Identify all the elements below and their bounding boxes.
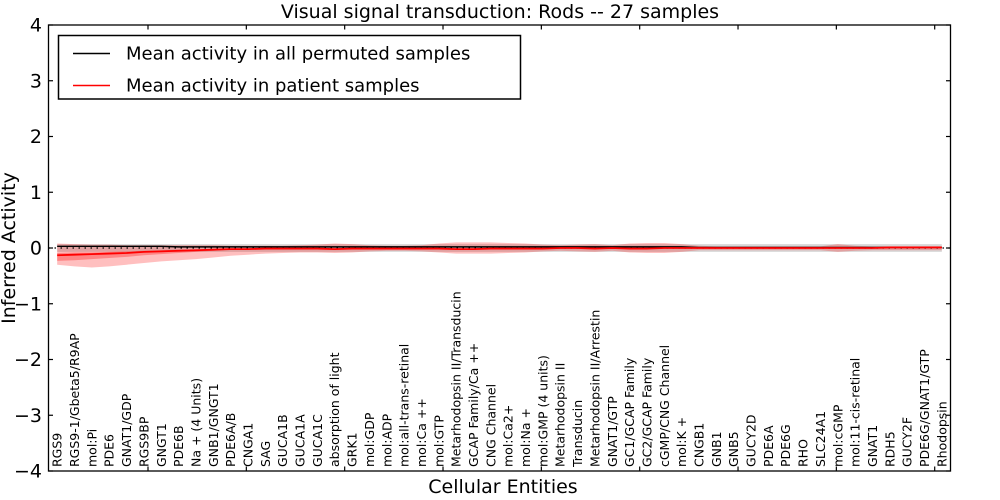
x-category-label: Metarhodopsin II/Arrestin: [587, 310, 602, 467]
x-category-label: GNB1: [709, 431, 724, 467]
x-category-label: GUCY2F: [900, 417, 915, 467]
y-tick-label: −3: [14, 405, 42, 427]
y-tick-label: 4: [30, 15, 42, 37]
x-category-label: mol:Ca ++: [414, 398, 429, 467]
x-category-label: mol:Ca2+: [501, 405, 516, 467]
x-category-label: GNAT1: [865, 425, 880, 467]
x-category-label: RGS9BP: [136, 416, 151, 467]
x-category-label: RGS9: [50, 433, 65, 467]
x-category-label: mol:Na +: [518, 408, 533, 467]
x-category-label: mol:GDP: [362, 412, 377, 467]
x-category-label: Metarhodopsin II/Transducin: [449, 291, 464, 467]
y-tick-label: 1: [30, 182, 42, 204]
y-tick-label: −1: [14, 293, 42, 315]
legend-entry-label: Mean activity in all permuted samples: [126, 44, 470, 65]
x-category-label: SLC24A1: [813, 411, 828, 467]
y-tick-label: 0: [30, 238, 42, 260]
x-category-label: Metarhodopsin II: [553, 363, 568, 467]
x-category-label: Rhodopsin: [934, 401, 949, 467]
x-category-label: GNAT1/GDP: [119, 393, 134, 467]
x-category-label: GC1/GCAP Family: [622, 357, 637, 467]
x-category-label: SAG: [258, 441, 273, 467]
x-category-label: PDE6: [102, 434, 117, 467]
x-axis-label: Cellular Entities: [428, 476, 577, 498]
x-category-label: PDE6G/GNAT1/GTP: [917, 349, 932, 467]
x-category-label: CNG Channel: [483, 384, 498, 467]
x-category-label: GC2/GCAP Family: [639, 357, 654, 467]
x-category-label: GNGT1: [154, 423, 169, 467]
y-axis-label: Inferred Activity: [0, 172, 20, 324]
x-category-label: RHO: [796, 439, 811, 467]
x-category-label: Transducin: [570, 400, 585, 468]
x-category-label: mol:GTP: [431, 415, 446, 467]
x-category-label: GUCA1C: [310, 414, 325, 467]
x-category-label: CNGA1: [240, 423, 255, 467]
legend-box: [57, 34, 522, 100]
x-category-label: CNGB1: [691, 423, 706, 467]
x-category-label: GUCA1A: [293, 414, 308, 467]
x-category-label: PDE6A/B: [223, 413, 238, 467]
y-tick-label: 3: [30, 70, 42, 92]
x-category-label: absorption of light: [327, 352, 342, 467]
x-category-label: mol:Pi: [84, 429, 99, 467]
x-category-label: mol:all-trans-retinal: [397, 344, 412, 467]
y-tick-label: −4: [14, 461, 42, 483]
x-category-label: cGMP/CNG Channel: [657, 345, 672, 467]
x-category-label: PDE6B: [171, 425, 186, 467]
x-category-label: RDH5: [882, 431, 897, 467]
x-category-label: GUCY2D: [744, 414, 759, 467]
x-category-label: mol:cGMP: [830, 404, 845, 467]
legend: Mean activity in all permuted samplesMea…: [57, 34, 522, 100]
patient-mean-line: [57, 246, 942, 257]
x-category-label: mol:GMP (4 units): [535, 355, 550, 467]
x-category-label: PDE6G: [778, 424, 793, 467]
x-category-label: RGS9-1/Gbeta5/R9AP: [67, 333, 82, 467]
x-category-label: PDE6A: [761, 425, 776, 467]
x-category-label: mol:ADP: [379, 413, 394, 467]
x-category-label: GNB1/GNGT1: [206, 383, 221, 467]
x-category-label: mol:11-cis-retinal: [848, 358, 863, 467]
chart-title: Visual signal transduction: Rods -- 27 s…: [281, 1, 719, 23]
x-category-label: GUCA1B: [275, 414, 290, 467]
x-category-label: Na + (4 Units): [188, 378, 203, 467]
x-category-label: GNB5: [726, 431, 741, 467]
legend-entry-label: Mean activity in patient samples: [126, 76, 420, 97]
x-category-label: GNAT1/GTP: [605, 396, 620, 467]
y-tick-label: −2: [14, 349, 42, 371]
x-category-label: mol:K +: [674, 417, 689, 467]
x-category-label: GCAP Family/Ca ++: [466, 343, 481, 467]
x-category-label: GRK1: [345, 432, 360, 467]
y-tick-label: 2: [30, 126, 42, 148]
